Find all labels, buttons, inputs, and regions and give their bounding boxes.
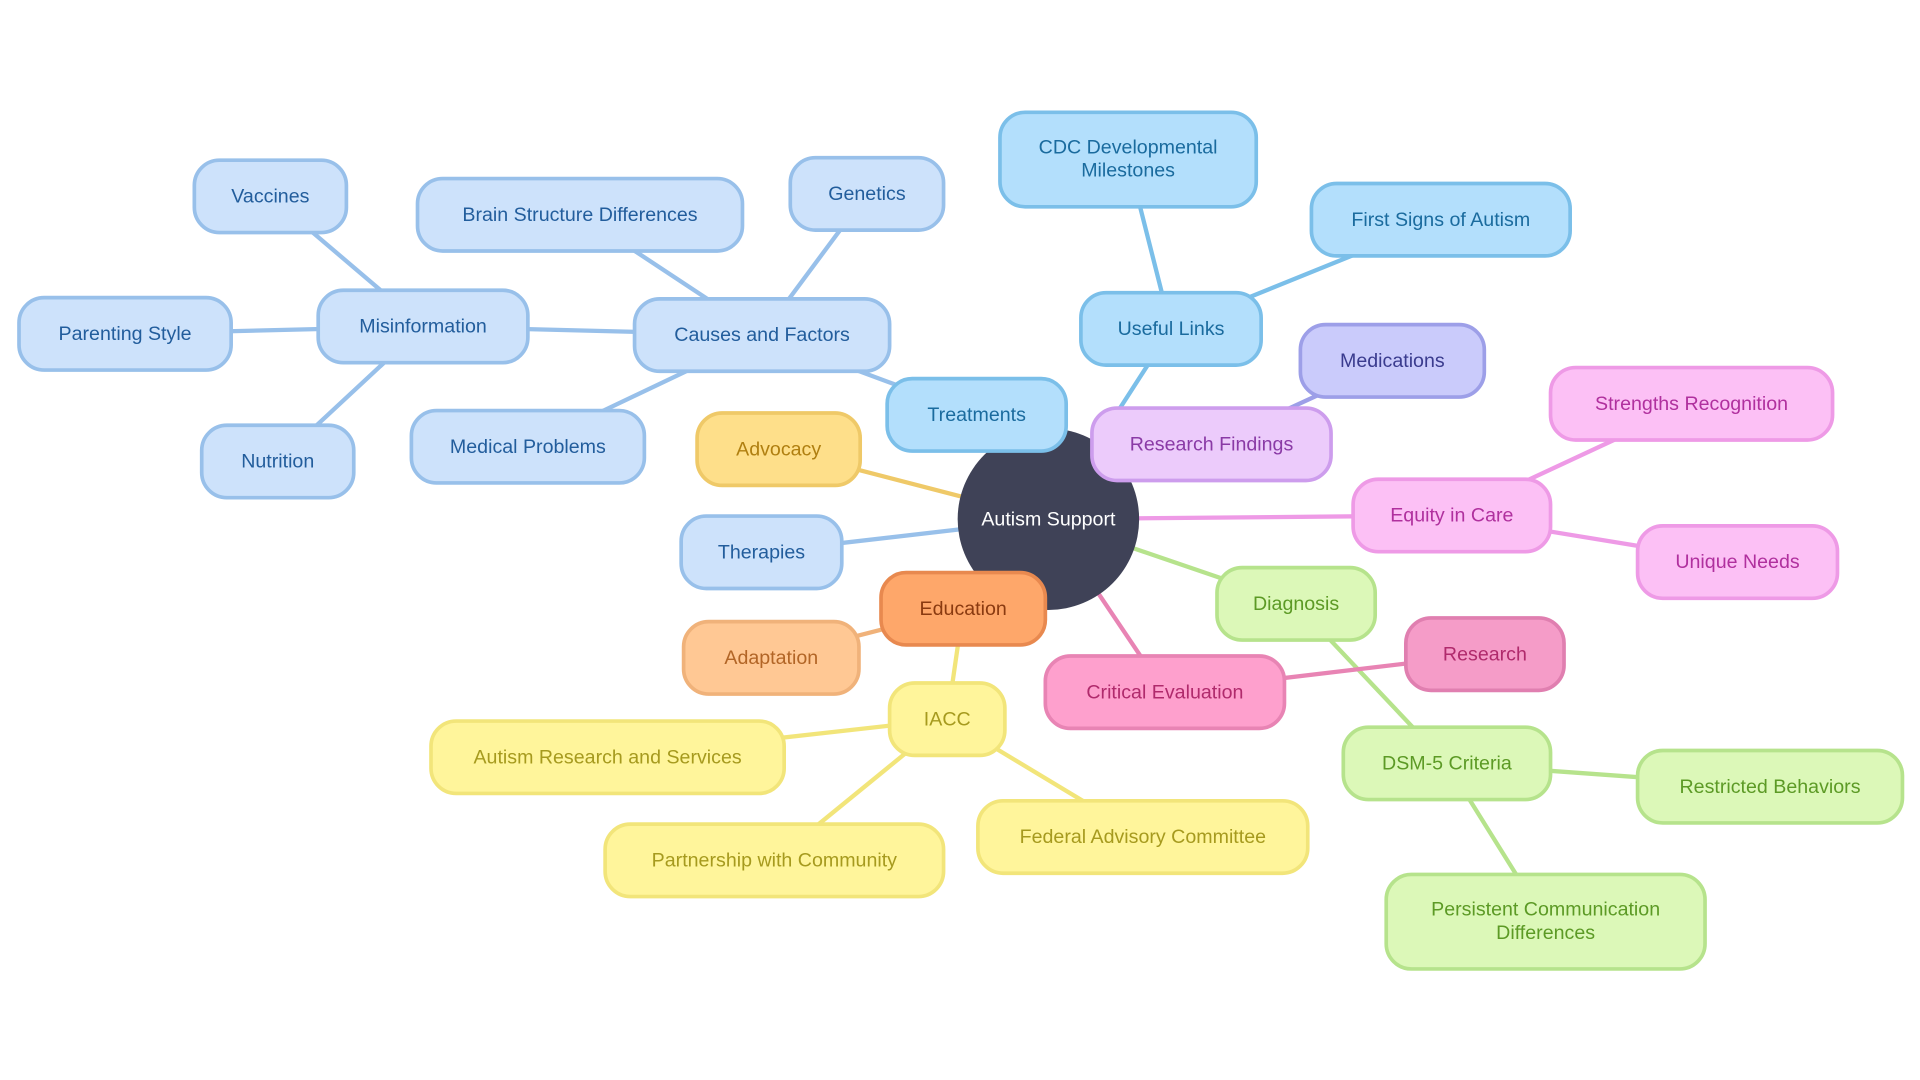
node-vaccines[interactable]: Vaccines (192, 158, 349, 235)
node-label: Partnership with Community (651, 849, 898, 871)
node-critical-evaluation[interactable]: Critical Evaluation (1043, 654, 1287, 731)
node-label: Critical Evaluation (1086, 681, 1244, 703)
node-label: Genetics (828, 183, 906, 205)
node-label: DSM-5 Criteria (1382, 752, 1512, 774)
node-label: Parenting Style (58, 323, 192, 345)
node-genetics[interactable]: Genetics (788, 155, 946, 232)
node-causes-and-factors[interactable]: Causes and Factors (632, 297, 892, 374)
node-label: Treatments (927, 404, 1026, 426)
node-restricted-behaviors[interactable]: Restricted Behaviors (1635, 748, 1905, 825)
node-label: Strengths Recognition (1595, 393, 1789, 415)
node-iacc[interactable]: IACC (887, 681, 1007, 758)
node-label: Nutrition (241, 451, 315, 472)
node-label: CDC Developmental Milestones (1038, 137, 1218, 182)
node-treatments[interactable]: Treatments (885, 376, 1069, 453)
node-label: Federal Advisory Committee (1019, 826, 1267, 848)
node-research-findings[interactable]: Research Findings (1090, 406, 1333, 483)
node-label: Autism Support (981, 508, 1116, 530)
node-label: Therapies (717, 541, 806, 563)
node-advocacy[interactable]: Advocacy (695, 411, 863, 488)
node-parenting-style[interactable]: Parenting Style (17, 295, 233, 372)
node-label: Medical Problems (449, 436, 606, 458)
node-diagnosis[interactable]: Diagnosis (1215, 565, 1378, 642)
node-useful-links[interactable]: Useful Links (1079, 290, 1263, 367)
node-label: Autism Research and Services (473, 746, 742, 768)
node-first-signs-of-autism[interactable]: First Signs of Autism (1309, 181, 1572, 258)
node-medical-problems[interactable]: Medical Problems (409, 408, 647, 485)
node-label: Useful Links (1117, 318, 1225, 340)
node-label: Unique Needs (1675, 551, 1800, 573)
node-label: Advocacy (736, 438, 822, 460)
node-label: Brain Structure Differences (462, 204, 698, 226)
node-label: Adaptation (724, 647, 819, 669)
node-medications[interactable]: Medications (1298, 322, 1487, 399)
node-label: Causes and Factors (674, 324, 850, 346)
node-federal-advisory-committee[interactable]: Federal Advisory Committee (976, 798, 1310, 876)
node-label: Equity in Care (1390, 505, 1514, 526)
node-brain-structure-differences[interactable]: Brain Structure Differences (415, 176, 745, 253)
node-label: Medications (1340, 350, 1445, 372)
node-nutrition[interactable]: Nutrition (199, 423, 356, 500)
node-cdc-developmental-milestones[interactable]: CDC Developmental Milestones (998, 110, 1259, 209)
node-equity-in-care[interactable]: Equity in Care (1351, 477, 1553, 554)
node-adaptation[interactable]: Adaptation (681, 619, 861, 696)
node-label: IACC (923, 708, 971, 730)
node-misinformation[interactable]: Misinformation (316, 288, 530, 365)
node-strengths-recognition[interactable]: Strengths Recognition (1548, 365, 1835, 442)
node-label: Misinformation (359, 316, 487, 337)
node-label: Vaccines (231, 185, 310, 207)
node-unique-needs[interactable]: Unique Needs (1635, 524, 1840, 601)
node-label: Research (1442, 643, 1527, 665)
node-label: First Signs of Autism (1351, 209, 1531, 231)
node-label: Persistent Communication Differences (1431, 899, 1661, 944)
node-partnership-with-community[interactable]: Partnership with Community (603, 822, 946, 899)
node-therapies[interactable]: Therapies (679, 514, 844, 591)
node-label: Education (919, 598, 1007, 620)
node-education[interactable]: Education (879, 570, 1048, 647)
node-research[interactable]: Research (1403, 616, 1566, 693)
node-autism-research-and-services[interactable]: Autism Research and Services (429, 719, 786, 796)
node-label: Research Findings (1129, 433, 1294, 455)
node-label: Diagnosis (1253, 593, 1340, 615)
node-dsm-5-criteria[interactable]: DSM-5 Criteria (1341, 725, 1553, 802)
node-persistent-communication-differences[interactable]: Persistent Communication Differences (1384, 872, 1707, 971)
node-label: Restricted Behaviors (1679, 776, 1861, 798)
